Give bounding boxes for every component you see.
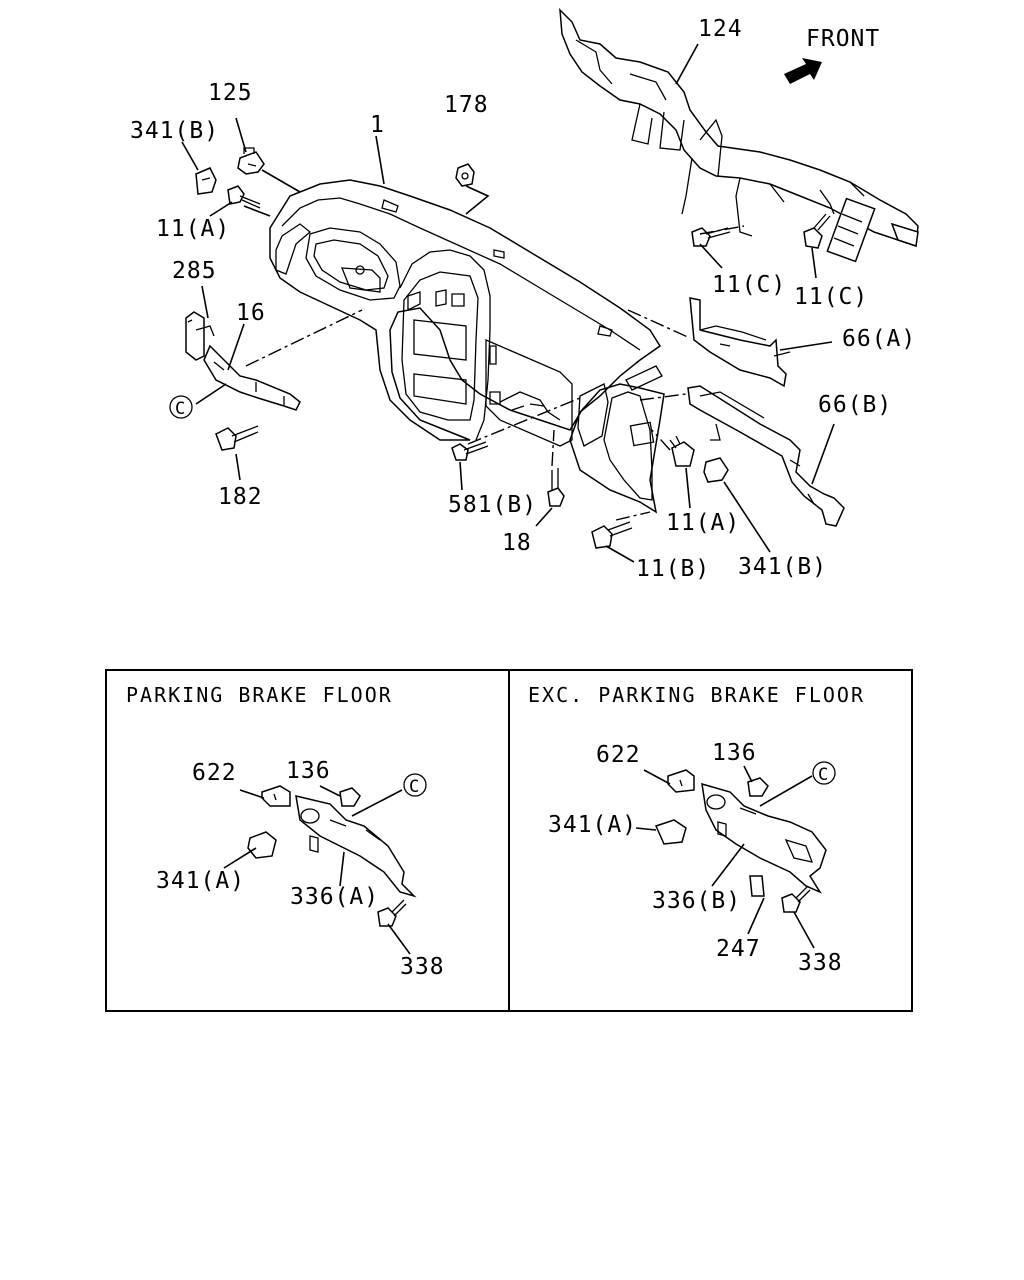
label-341a-right: 341(A): [548, 812, 637, 838]
label-18: 18: [502, 530, 532, 556]
label-247: 247: [716, 936, 761, 962]
label-66a: 66(A): [842, 326, 916, 352]
screw-581b: [451, 441, 489, 461]
panel-right-title: EXC. PARKING BRAKE FLOOR: [528, 683, 865, 707]
front-label: FRONT: [806, 26, 880, 52]
panel-parking-brake-floor: PARKING BRAKE FLOOR 622 136 C 341(A) 336…: [126, 683, 445, 980]
bolt-11b: [591, 521, 633, 549]
fastener-125: [237, 147, 265, 175]
cap-341b-bottom: [703, 457, 729, 483]
part-622-left: [261, 785, 291, 807]
label-66b: 66(B): [818, 392, 892, 418]
label-136-right: 136: [712, 740, 757, 766]
circle-c-left-icon: [403, 773, 427, 797]
assembly-lines: [245, 225, 745, 521]
bracket-66a: [689, 297, 791, 388]
label-336a: 336(A): [290, 884, 379, 910]
front-arrow-icon: [784, 58, 822, 84]
label-341a-left: 341(A): [156, 868, 245, 894]
label-336b: 336(B): [652, 888, 741, 914]
leader-lines: [181, 43, 835, 563]
part-341a-left: [247, 831, 277, 859]
cap-341b-top: [195, 167, 217, 195]
part-136-left: [339, 787, 361, 807]
part-247: [749, 875, 765, 897]
part-336b: [701, 782, 827, 894]
label-182: 182: [218, 484, 263, 510]
callout-labels: 124 125 178 1 341(B) 11(A) 285 16 C 182 …: [130, 16, 916, 582]
panel-left-title: PARKING BRAKE FLOOR: [126, 683, 393, 707]
label-1: 1: [370, 112, 385, 138]
bolt-11a-bottom: [669, 435, 695, 467]
label-338-left: 338: [400, 954, 445, 980]
part-338-right: [781, 893, 801, 913]
bolt-182: [215, 425, 259, 451]
label-341b-top: 341(B): [130, 118, 219, 144]
part-338-left: [377, 907, 397, 927]
bolt-11c-right: [803, 213, 831, 249]
panel-exc-parking-brake-floor: EXC. PARKING BRAKE FLOOR 622 136 C 341(A…: [528, 683, 865, 976]
label-178: 178: [444, 92, 489, 118]
bolt-11a-top: [227, 185, 261, 209]
label-c-main: C: [175, 399, 185, 419]
label-c-left: C: [409, 777, 419, 797]
bracket-66b: [687, 385, 845, 527]
label-c-right: C: [818, 765, 828, 785]
circle-c-right-icon: [812, 761, 836, 785]
label-125: 125: [208, 80, 253, 106]
label-622-left: 622: [192, 760, 237, 786]
label-11c-left: 11(C): [712, 272, 786, 298]
part-136-right: [747, 777, 769, 797]
label-622-right: 622: [596, 742, 641, 768]
bolt-11c-left: [691, 227, 731, 247]
label-11b: 11(B): [636, 556, 710, 582]
detail-panels: PARKING BRAKE FLOOR 622 136 C 341(A) 336…: [105, 669, 913, 1012]
bracket-16: [203, 344, 301, 411]
label-338-right: 338: [798, 950, 843, 976]
label-11c-right: 11(C): [794, 284, 868, 310]
label-341b-bottom: 341(B): [738, 554, 827, 580]
label-581b: 581(B): [448, 492, 537, 518]
screw-18: [547, 468, 565, 507]
part-341a-right: [654, 819, 687, 845]
label-11a-top: 11(A): [156, 216, 230, 242]
cross-car-beam-124: [559, 8, 919, 263]
part-336a: [295, 795, 417, 898]
front-direction-indicator: FRONT: [784, 26, 880, 84]
nut-178: [455, 163, 475, 187]
label-136-left: 136: [286, 758, 331, 784]
circle-c-icon: [169, 395, 193, 419]
label-16: 16: [236, 300, 266, 326]
label-11a-bottom: 11(A): [666, 510, 740, 536]
label-124: 124: [698, 16, 743, 42]
label-285: 285: [172, 258, 217, 284]
bracket-285: [185, 311, 215, 361]
instrument-panel-1: [269, 179, 665, 514]
